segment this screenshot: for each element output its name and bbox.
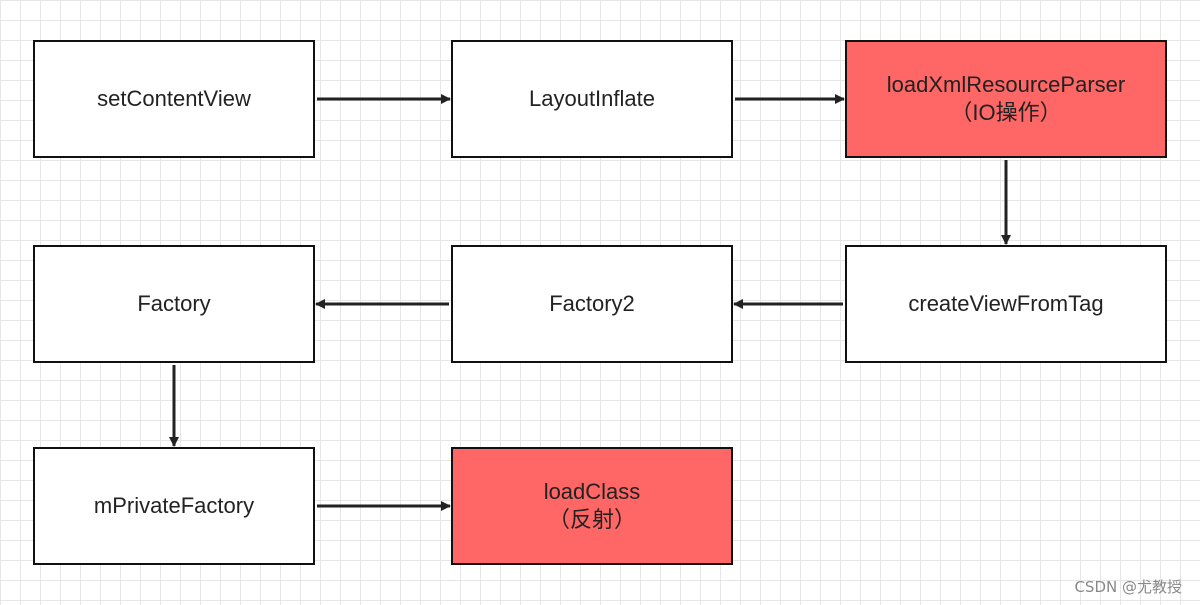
node-factory2: Factory2 xyxy=(451,245,733,363)
node-createviewfromtag: createViewFromTag xyxy=(845,245,1167,363)
node-label: createViewFromTag xyxy=(908,291,1104,316)
node-layoutinflate: LayoutInflate xyxy=(451,40,733,158)
node-factory: Factory xyxy=(33,245,315,363)
node-label: loadClass （反射） xyxy=(543,479,641,532)
node-mprivatefactory: mPrivateFactory xyxy=(33,447,315,565)
node-loadclass: loadClass （反射） xyxy=(451,447,733,565)
node-label: Factory2 xyxy=(549,291,635,316)
node-label: loadXmlResourceParser （IO操作） xyxy=(886,72,1126,125)
node-label: mPrivateFactory xyxy=(93,493,255,518)
node-label: setContentView xyxy=(97,86,251,111)
node-label: LayoutInflate xyxy=(529,86,655,111)
node-loadxmlresourceparser: loadXmlResourceParser （IO操作） xyxy=(845,40,1167,158)
node-setcontentview: setContentView xyxy=(33,40,315,158)
node-label: Factory xyxy=(137,291,211,316)
watermark: CSDN @尤教授 xyxy=(1074,578,1182,596)
